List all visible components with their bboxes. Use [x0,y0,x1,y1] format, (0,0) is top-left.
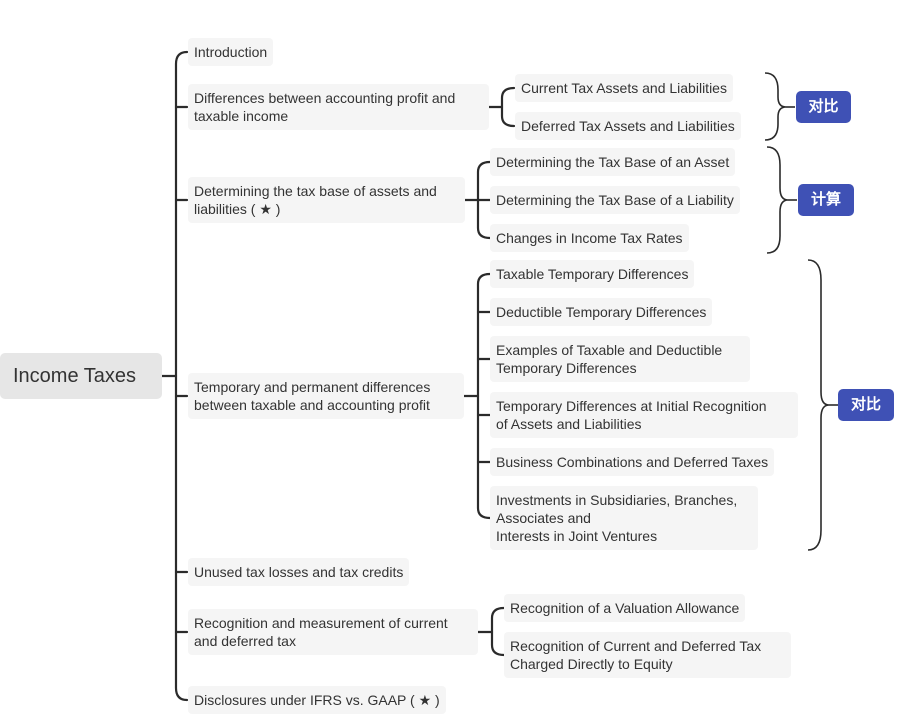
subtopic-taxable-temporary[interactable]: Taxable Temporary Differences [490,260,695,288]
subtopic-business-combinations[interactable]: Business Combinations and Deferred Taxes [490,448,775,476]
topic-tax-base[interactable]: Determining the tax base of assets and l… [188,177,465,223]
subtopic-deferred-tax[interactable]: Deferred Tax Assets and Liabilities [515,112,741,140]
summary-tag-calculate[interactable]: 计算 [798,184,854,216]
subtopic-examples-temporary[interactable]: Examples of Taxable and Deductible Tempo… [490,336,750,382]
subtopic-charged-to-equity[interactable]: Recognition of Current and Deferred Tax … [504,632,791,678]
subtopic-deductible-temporary[interactable]: Deductible Temporary Differences [490,298,713,326]
topic-introduction[interactable]: Introduction [188,38,274,66]
topic-unused-tax-losses[interactable]: Unused tax losses and tax credits [188,558,410,586]
summary-tag-compare-1[interactable]: 对比 [796,91,851,123]
topic-recognition-measurement[interactable]: Recognition and measurement of current a… [188,609,478,655]
subtopic-investments[interactable]: Investments in Subsidiaries, Branches, A… [490,486,758,550]
subtopic-initial-recognition[interactable]: Temporary Differences at Initial Recogni… [490,392,798,438]
topic-temporary-permanent[interactable]: Temporary and permanent differences betw… [188,373,464,419]
subtopic-tax-base-liability[interactable]: Determining the Tax Base of a Liability [490,186,740,214]
summary-tag-compare-2[interactable]: 对比 [838,389,894,421]
subtopic-tax-base-asset[interactable]: Determining the Tax Base of an Asset [490,148,736,176]
root-topic[interactable]: Income Taxes [0,353,162,399]
topic-accounting-vs-taxable[interactable]: Differences between accounting profit an… [188,84,489,130]
subtopic-tax-rate-changes[interactable]: Changes in Income Tax Rates [490,224,689,252]
topic-disclosures[interactable]: Disclosures under IFRS vs. GAAP ( ★ ) [188,686,446,714]
subtopic-current-tax[interactable]: Current Tax Assets and Liabilities [515,74,733,102]
subtopic-valuation-allowance[interactable]: Recognition of a Valuation Allowance [504,594,746,622]
